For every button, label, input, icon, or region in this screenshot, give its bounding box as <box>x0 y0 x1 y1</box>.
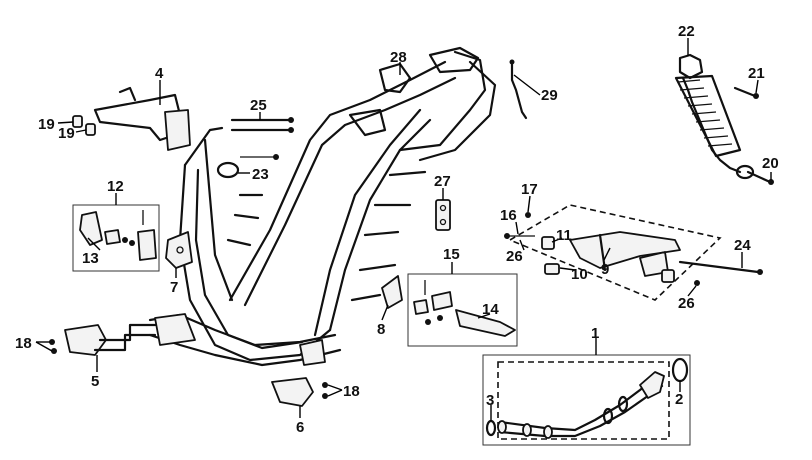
nut-19-b <box>85 123 96 136</box>
callouts: 1 2 3 4 5 6 7 8 9 10 11 12 13 14 15 16 1… <box>15 23 779 436</box>
hook-29 <box>509 59 528 120</box>
clamp-2 <box>671 357 689 383</box>
main-stand-9 <box>569 231 681 277</box>
bushing-11 <box>541 236 675 283</box>
callout-16: 16 <box>500 207 517 224</box>
callout-8: 8 <box>377 321 385 338</box>
callout-24: 24 <box>734 237 751 254</box>
group-box-15 <box>407 273 518 347</box>
callout-17: 17 <box>521 181 538 198</box>
stand-assembly-box <box>508 204 722 301</box>
callout-19b: 19 <box>58 125 75 142</box>
callout-26a: 26 <box>506 248 523 265</box>
callout-14: 14 <box>482 301 499 318</box>
callout-23: 23 <box>252 166 269 183</box>
group-box-1 <box>482 354 691 446</box>
leader-lines <box>35 38 772 421</box>
pipe-dashed-box <box>497 361 670 440</box>
callout-22: 22 <box>678 23 695 40</box>
callout-28: 28 <box>390 49 407 66</box>
bracket-4 <box>93 86 191 151</box>
rubber-10 <box>544 263 560 275</box>
bracket-8 <box>381 275 403 309</box>
bolt-16-17-26 <box>504 212 700 286</box>
callout-25: 25 <box>250 97 267 114</box>
bolt-18-a <box>49 339 57 354</box>
plate-27 <box>435 199 451 231</box>
stand-14 <box>413 280 516 337</box>
pipe-1 <box>497 371 665 439</box>
ring-3 <box>485 419 497 437</box>
callout-18b: 18 <box>343 383 360 400</box>
callout-5: 5 <box>91 373 99 390</box>
shock-absorber-22 <box>674 53 755 180</box>
callout-19a: 19 <box>38 116 55 133</box>
ring-23 <box>216 161 240 179</box>
callout-13: 13 <box>82 250 99 267</box>
bracket-13 <box>79 210 157 261</box>
nut-19-a <box>72 115 83 128</box>
bracket-7 <box>165 231 193 269</box>
callout-29: 29 <box>541 87 558 104</box>
callout-6: 6 <box>296 419 304 436</box>
callout-4: 4 <box>155 65 164 82</box>
callout-20: 20 <box>762 155 779 172</box>
callout-27: 27 <box>434 173 451 190</box>
callout-11: 11 <box>556 227 572 244</box>
footrest-6 <box>271 377 314 407</box>
callout-18a: 18 <box>15 335 32 352</box>
footrest-5 <box>64 323 157 356</box>
bolt-21 <box>733 86 759 99</box>
main-frame <box>148 46 497 367</box>
callout-7: 7 <box>170 279 178 296</box>
callout-2: 2 <box>675 391 683 408</box>
callout-3: 3 <box>486 392 494 409</box>
callout-21: 21 <box>748 65 765 82</box>
callout-26b: 26 <box>678 295 695 312</box>
callout-12: 12 <box>107 178 124 195</box>
rod-25 <box>230 117 294 160</box>
bolt-18-b <box>322 382 328 399</box>
bolt-20 <box>746 170 774 185</box>
shaft-24 <box>678 260 763 275</box>
callout-9: 9 <box>601 261 609 278</box>
callout-15: 15 <box>443 246 460 263</box>
callout-1: 1 <box>591 325 599 342</box>
callout-10: 10 <box>571 266 588 283</box>
